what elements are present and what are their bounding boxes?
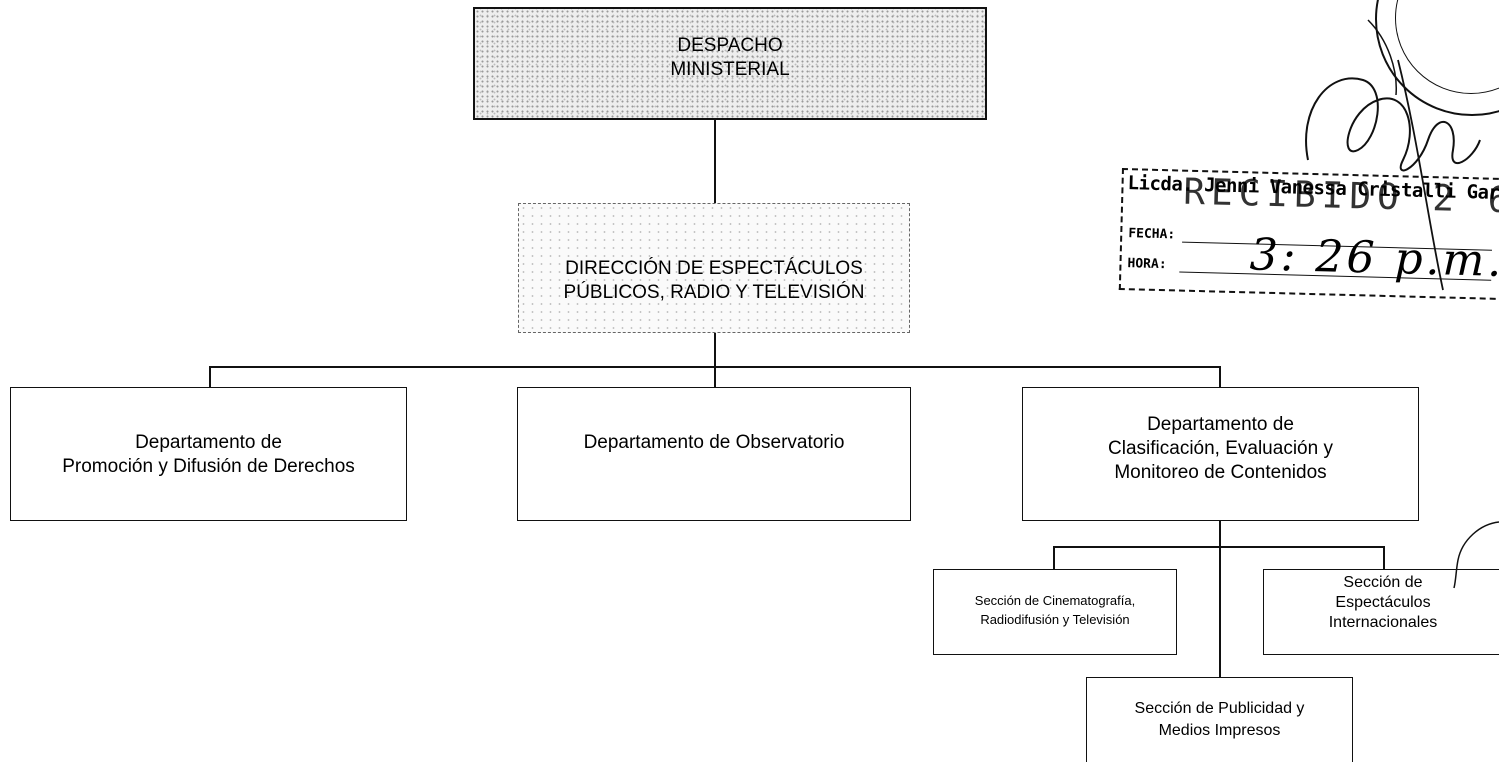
connector-to-clasificacion	[1219, 366, 1221, 388]
node-seccion-publicidad: Sección de Publicidad y Medios Impresos	[1086, 677, 1353, 762]
connector-to-promocion	[209, 366, 211, 388]
node-seccion-espectaculos-internacionales: Sección de Espectáculos Internacionales	[1263, 569, 1499, 655]
node-espectaculos-label: Sección de Espectáculos Internacionales	[1328, 574, 1438, 631]
node-direccion: DIRECCIÓN DE ESPECTÁCULOS PÚBLICOS, RADI…	[518, 203, 910, 333]
node-despacho-ministerial: DESPACHO MINISTERIAL	[473, 7, 987, 120]
connector-to-observatorio	[714, 366, 716, 388]
connector-direccion-departments	[714, 332, 716, 367]
connector-clasificacion-sections	[1219, 520, 1221, 678]
node-clasificacion-label: Departamento de Clasificación, Evaluació…	[1108, 414, 1333, 483]
node-seccion-cinematografia: Sección de Cinematografía, Radiodifusión…	[933, 569, 1177, 655]
node-departamento-promocion: Departamento de Promoción y Difusión de …	[10, 387, 407, 521]
node-departamento-clasificacion: Departamento de Clasificación, Evaluació…	[1022, 387, 1419, 521]
node-despacho-label: DESPACHO MINISTERIAL	[670, 35, 790, 80]
stamp-hora-label: HORA:	[1127, 256, 1167, 273]
signature	[1305, 19, 1481, 291]
node-observatorio-label: Departamento de Observatorio	[583, 432, 845, 453]
connector-to-espectaculos	[1383, 546, 1385, 570]
handwritten-mark	[1453, 521, 1499, 589]
node-publicidad-label: Sección de Publicidad y Medios Impresos	[1134, 700, 1305, 740]
node-promocion-label: Departamento de Promoción y Difusión de …	[62, 432, 355, 477]
connector-despacho-direccion	[714, 120, 716, 204]
node-departamento-observatorio: Departamento de Observatorio	[517, 387, 911, 521]
connector-sections-bar	[1053, 546, 1384, 548]
node-cinematografia-label: Sección de Cinematografía, Radiodifusión…	[974, 593, 1136, 627]
stamp-fecha-label: FECHA:	[1128, 226, 1176, 243]
connector-to-cinematografia	[1053, 546, 1055, 570]
node-direccion-label: DIRECCIÓN DE ESPECTÁCULOS PÚBLICOS, RADI…	[563, 258, 865, 303]
